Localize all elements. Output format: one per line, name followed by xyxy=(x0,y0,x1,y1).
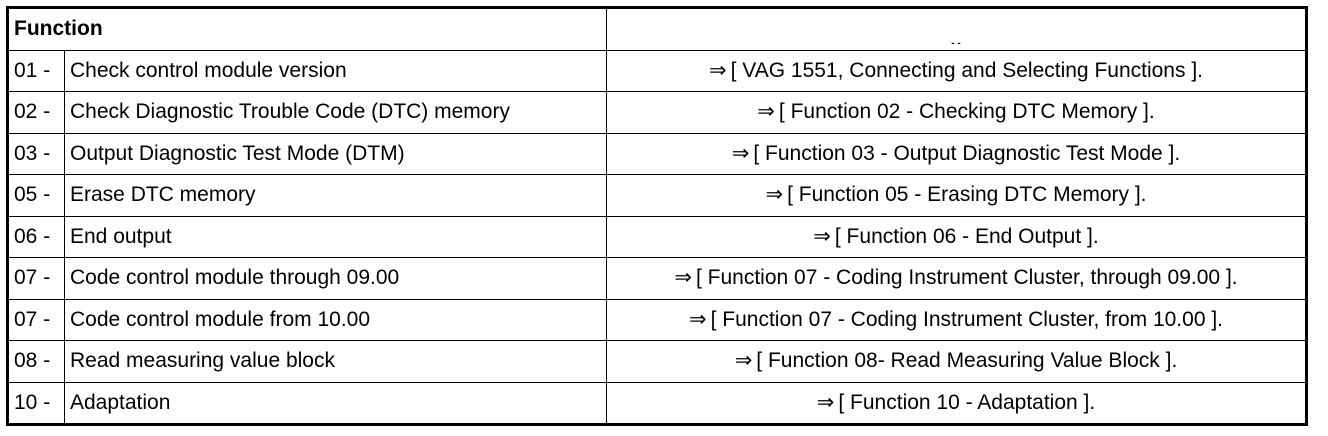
reference-header: - - xyxy=(606,7,1307,51)
arrow-right-icon: ⇒ xyxy=(674,266,692,290)
arrow-right-icon: ⇒ xyxy=(816,390,835,414)
arrow-right-icon: ⇒ xyxy=(734,349,753,373)
function-number: 07 - xyxy=(7,298,65,341)
function-table: Function - - 01 -Check control module ve… xyxy=(6,6,1308,426)
function-reference: ⇒[ Function 03 - Output Diagnostic Test … xyxy=(606,132,1307,175)
reference-link[interactable]: [ Function 06 - End Output ]. xyxy=(834,224,1099,248)
function-reference: ⇒[ Function 02 - Checking DTC Memory ]. xyxy=(606,91,1307,134)
table-row: 01 -Check control module version⇒[ VAG 1… xyxy=(7,49,1307,92)
function-description: End output xyxy=(64,215,607,258)
table-row: 02 -Check Diagnostic Trouble Code (DTC) … xyxy=(7,91,1307,134)
table-row: 05 -Erase DTC memory⇒[ Function 05 - Era… xyxy=(7,174,1307,217)
table-header-row: Function - - xyxy=(7,7,1307,51)
table-row: 07 -Code control module through 09.00⇒[ … xyxy=(7,257,1307,300)
function-description: Check Diagnostic Trouble Code (DTC) memo… xyxy=(64,91,607,134)
reference-link[interactable]: [ Function 07 - Coding Instrument Cluste… xyxy=(695,266,1238,290)
table-row: 06 -End output⇒[ Function 06 - End Outpu… xyxy=(7,215,1307,258)
function-reference: ⇒[ Function 07 - Coding Instrument Clust… xyxy=(606,257,1307,300)
table-row: 10 -Adaptation⇒[ Function 10 - Adaptatio… xyxy=(7,381,1307,425)
arrow-right-icon: ⇒ xyxy=(757,100,775,124)
function-description: Read measuring value block xyxy=(64,340,607,383)
function-number: 07 - xyxy=(7,257,65,300)
function-header: Function xyxy=(7,7,607,51)
reference-link[interactable]: [ Function 05 - Erasing DTC Memory ]. xyxy=(787,183,1147,207)
reference-link[interactable]: [ Function 08- Read Measuring Value Bloc… xyxy=(756,349,1178,373)
table-row: 03 -Output Diagnostic Test Mode (DTM)⇒[ … xyxy=(7,132,1307,175)
function-number: 10 - xyxy=(7,381,65,425)
reference-link[interactable]: [ Function 10 - Adaptation ]. xyxy=(838,390,1096,414)
function-reference: ⇒[ Function 07 - Coding Instrument Clust… xyxy=(606,298,1307,341)
header-mark: - - xyxy=(951,38,961,50)
function-reference: ⇒[ Function 08- Read Measuring Value Blo… xyxy=(606,340,1307,383)
reference-link[interactable]: [ Function 07 - Coding Instrument Cluste… xyxy=(710,307,1224,331)
function-reference: ⇒[ Function 06 - End Output ]. xyxy=(606,215,1307,258)
arrow-right-icon: ⇒ xyxy=(813,224,831,248)
function-description: Code control module from 10.00 xyxy=(64,298,607,341)
function-number: 05 - xyxy=(7,174,65,217)
arrow-right-icon: ⇒ xyxy=(731,141,750,165)
reference-link[interactable]: [ VAG 1551, Connecting and Selecting Fun… xyxy=(730,58,1203,82)
function-number: 02 - xyxy=(7,91,65,134)
arrow-right-icon: ⇒ xyxy=(765,183,784,207)
function-number: 08 - xyxy=(7,340,65,383)
table-row: 08 -Read measuring value block⇒[ Functio… xyxy=(7,340,1307,383)
function-number: 03 - xyxy=(7,132,65,175)
function-reference: ⇒[ Function 05 - Erasing DTC Memory ]. xyxy=(606,174,1307,217)
function-reference: ⇒[ VAG 1551, Connecting and Selecting Fu… xyxy=(606,49,1307,92)
function-number: 06 - xyxy=(7,215,65,258)
arrow-right-icon: ⇒ xyxy=(708,58,727,82)
function-reference: ⇒[ Function 10 - Adaptation ]. xyxy=(606,381,1307,425)
table-row: 07 -Code control module from 10.00⇒[ Fun… xyxy=(7,298,1307,341)
reference-link[interactable]: [ Function 02 - Checking DTC Memory ]. xyxy=(778,100,1155,124)
function-description: Erase DTC memory xyxy=(64,174,607,217)
function-description: Output Diagnostic Test Mode (DTM) xyxy=(64,132,607,175)
function-description: Code control module through 09.00 xyxy=(64,257,607,300)
function-description: Adaptation xyxy=(64,381,607,425)
arrow-right-icon: ⇒ xyxy=(688,307,707,331)
function-number: 01 - xyxy=(7,49,65,92)
function-rows: 01 -Check control module version⇒[ VAG 1… xyxy=(7,49,1307,425)
reference-link[interactable]: [ Function 03 - Output Diagnostic Test M… xyxy=(753,141,1181,165)
function-description: Check control module version xyxy=(64,49,607,92)
